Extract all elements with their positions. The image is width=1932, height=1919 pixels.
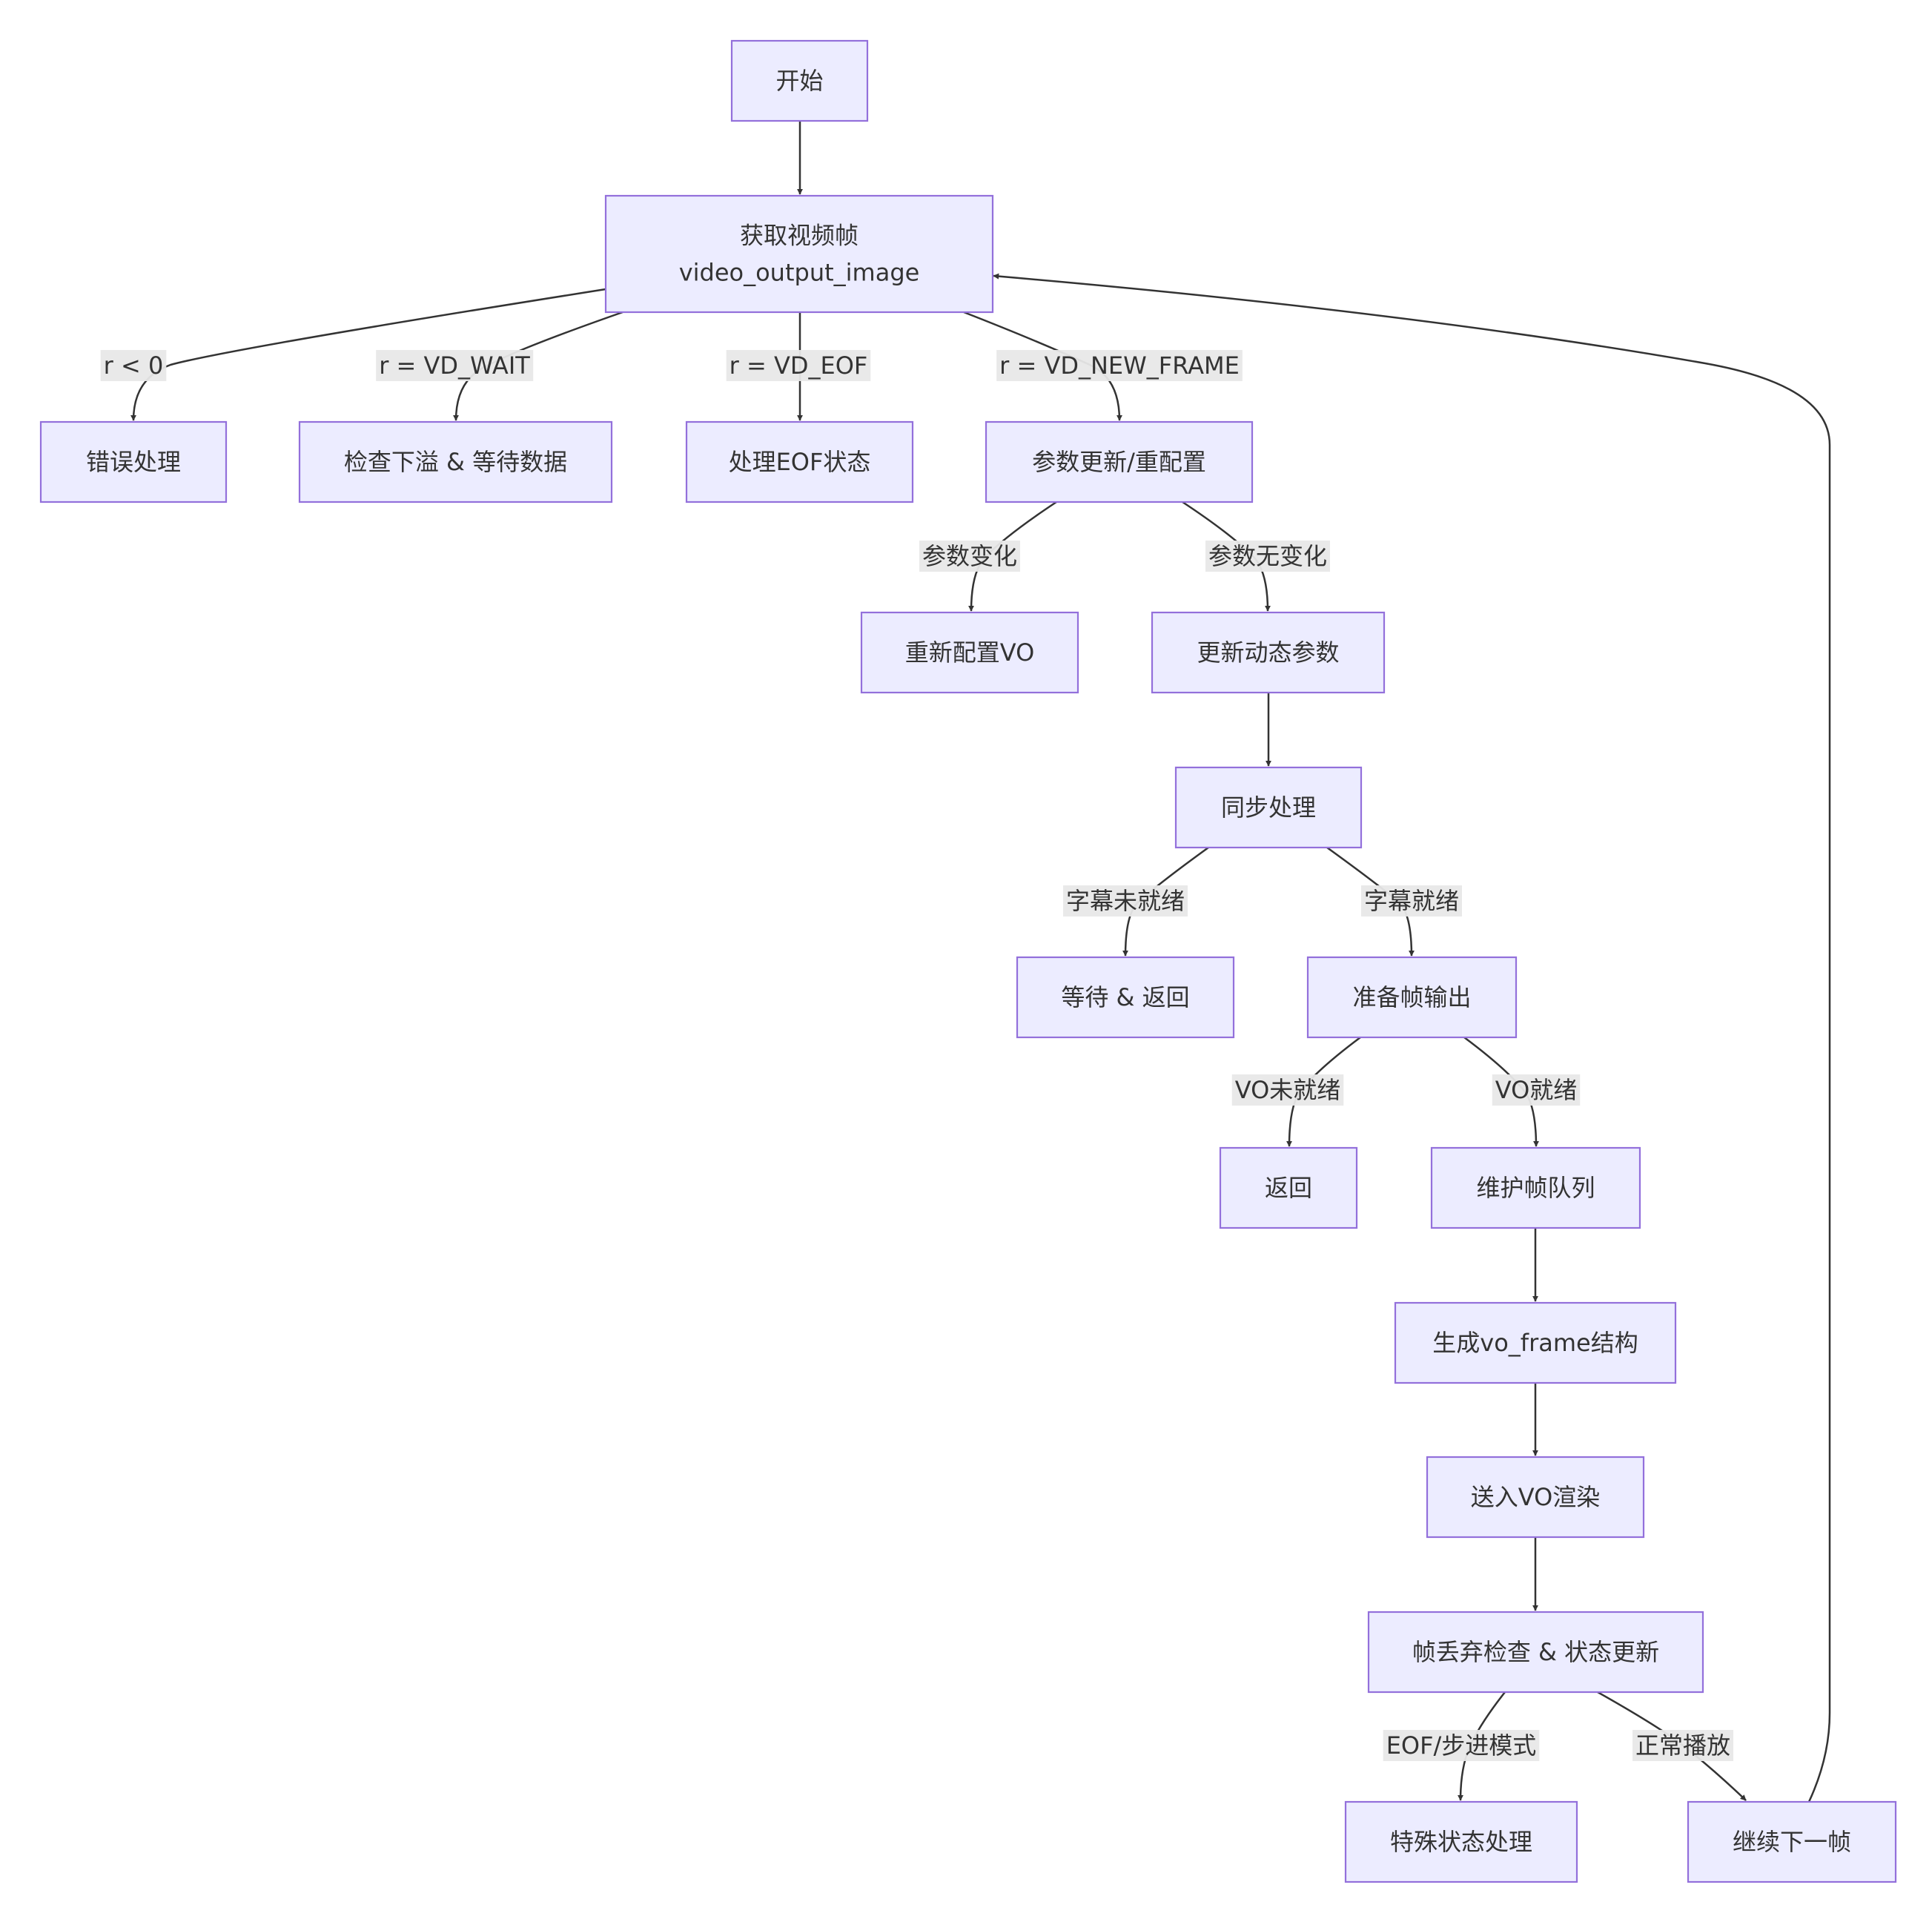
node-text-drop: 帧丢弃检查 & 状态更新: [1412, 1638, 1659, 1666]
node-text-update: 更新动态参数: [1197, 638, 1339, 667]
edge-label-bg-drop-to-special: [1383, 1730, 1540, 1761]
node-text-wait: 检查下溢 & 等待数据: [344, 448, 567, 476]
edge-label-prepare-to-queue: VO就绪: [1492, 1074, 1581, 1106]
edge-label-bg-prepare-to-return: [1231, 1074, 1344, 1106]
edge-label-sync-to-prepare: 字幕就绪: [1360, 885, 1463, 916]
edge-label-text-get-frame-to-wait: r = VD_WAIT: [379, 351, 530, 380]
node-text-eof: 处理EOF状态: [729, 448, 871, 476]
edge-label-prepare-to-return: VO未就绪: [1231, 1074, 1344, 1106]
node-wait-return: 等待 & 返回: [1016, 956, 1235, 1039]
node-get-frame: 获取视频帧 video_output_image: [604, 194, 994, 314]
node-next: 继续下一帧: [1687, 1800, 1897, 1883]
node-box-error: [39, 420, 228, 503]
edge-label-params-to-update: 参数无变化: [1205, 541, 1331, 572]
edge-label-get-frame-to-params: r = VD_NEW_FRAME: [996, 350, 1243, 381]
node-queue: 维护帧队列: [1430, 1146, 1641, 1229]
node-params: 参数更新/重配置: [985, 420, 1254, 503]
node-text-return: 返回: [1265, 1174, 1312, 1202]
node-box-wait: [298, 420, 613, 503]
edge-label-text-prepare-to-return: VO未就绪: [1235, 1076, 1341, 1104]
edge-label-params-to-reconfig: 参数变化: [919, 541, 1021, 572]
node-special: 特殊状态处理: [1344, 1800, 1578, 1883]
edge-label-drop-to-special: EOF/步进模式: [1383, 1730, 1540, 1761]
node-box-start: [730, 39, 869, 122]
node-return: 返回: [1219, 1146, 1358, 1229]
node-box-params: [985, 420, 1254, 503]
edge-label-text-prepare-to-queue: VO就绪: [1495, 1076, 1578, 1104]
node-box-queue: [1430, 1146, 1641, 1229]
edge-label-text-get-frame-to-eof: r = VD_EOF: [730, 351, 868, 380]
node-text-prepare: 准备帧输出: [1352, 983, 1471, 1011]
edge-label-text-sync-to-wait-return: 字幕未就绪: [1066, 887, 1185, 915]
node-box-gen: [1394, 1301, 1677, 1384]
node-box-eof: [685, 420, 914, 503]
edge-label-get-frame-to-wait: r = VD_WAIT: [376, 350, 534, 381]
edge-labels-layer: r < 0 r = VD_WAIT r = VD_EOF r = VD_NEW_FRA…: [100, 350, 1734, 1761]
node-prepare: 准备帧输出: [1306, 956, 1518, 1039]
node-text-params: 参数更新/重配置: [1032, 448, 1206, 476]
edge-label-text-drop-to-next: 正常播放: [1635, 1731, 1730, 1760]
edge-label-bg-drop-to-next: [1632, 1730, 1734, 1761]
edge-label-sync-to-wait-return: 字幕未就绪: [1062, 885, 1188, 916]
node-text-error: 错误处理: [86, 448, 181, 476]
node-box-return: [1219, 1146, 1358, 1229]
edge-label-get-frame-to-eof: r = VD_EOF: [726, 350, 871, 381]
node-text-reconfig: 重新配置VO: [905, 638, 1035, 667]
node-box-get-frame: [604, 194, 994, 314]
edge-label-bg-get-frame-to-error: [100, 350, 167, 381]
edge-label-text-get-frame-to-error: r < 0: [104, 351, 164, 380]
edge-next-to-get-frame: [993, 273, 1831, 1803]
node-box-special: [1344, 1800, 1578, 1883]
node-text-sync: 同步处理: [1221, 793, 1316, 822]
edge-label-text-params-to-reconfig: 参数变化: [922, 542, 1017, 570]
node-text-get-frame: 获取视频帧: [740, 222, 859, 250]
edge-label-bg-params-to-reconfig: [919, 541, 1021, 572]
edge-label-text-params-to-update: 参数无变化: [1208, 542, 1327, 570]
node-box-reconfig: [860, 611, 1079, 694]
node-box-render: [1426, 1456, 1645, 1539]
node-update: 更新动态参数: [1151, 611, 1386, 694]
edge-label-text-sync-to-prepare: 字幕就绪: [1364, 887, 1459, 915]
node-box-prepare: [1306, 956, 1518, 1039]
node-text-gen: 生成vo_frame结构: [1432, 1329, 1638, 1357]
node-box-update: [1151, 611, 1386, 694]
edge-label-bg-params-to-update: [1205, 541, 1331, 572]
node-text-next: 继续下一帧: [1733, 1828, 1851, 1856]
edge-label-bg-get-frame-to-params: [996, 350, 1243, 381]
node-render: 送入VO渲染: [1426, 1456, 1645, 1539]
node-text-start: 开始: [775, 67, 823, 95]
node-box-next: [1687, 1800, 1897, 1883]
edge-label-drop-to-next: 正常播放: [1632, 1730, 1734, 1761]
edge-label-bg-sync-to-wait-return: [1062, 885, 1188, 916]
edge-get-frame-to-error: [130, 288, 606, 421]
edge-label-bg-sync-to-prepare: [1360, 885, 1463, 916]
node-sync: 同步处理: [1174, 766, 1363, 849]
node-text-queue: 维护帧队列: [1476, 1174, 1595, 1202]
node-text-special: 特殊状态处理: [1390, 1828, 1532, 1856]
edge-label-get-frame-to-error: r < 0: [100, 350, 167, 381]
node-drop: 帧丢弃检查 & 状态更新: [1367, 1611, 1704, 1694]
edge-label-bg-get-frame-to-wait: [376, 350, 534, 381]
node-text-wait-return: 等待 & 返回: [1061, 983, 1189, 1011]
node-eof: 处理EOF状态: [685, 420, 914, 503]
node-reconfig: 重新配置VO: [860, 611, 1079, 694]
node-box-sync: [1174, 766, 1363, 849]
node-text-get-frame: video_output_image: [679, 259, 920, 287]
node-start: 开始: [730, 39, 869, 122]
edge-label-bg-prepare-to-queue: [1492, 1074, 1581, 1106]
edge-label-bg-get-frame-to-eof: [726, 350, 871, 381]
node-gen: 生成vo_frame结构: [1394, 1301, 1677, 1384]
node-error: 错误处理: [39, 420, 228, 503]
node-box-wait-return: [1016, 956, 1235, 1039]
edge-label-text-get-frame-to-params: r = VD_NEW_FRAME: [999, 351, 1240, 380]
node-box-drop: [1367, 1611, 1704, 1694]
node-text-render: 送入VO渲染: [1471, 1483, 1601, 1511]
node-wait: 检查下溢 & 等待数据: [298, 420, 613, 503]
edge-label-text-drop-to-special: EOF/步进模式: [1386, 1731, 1537, 1760]
